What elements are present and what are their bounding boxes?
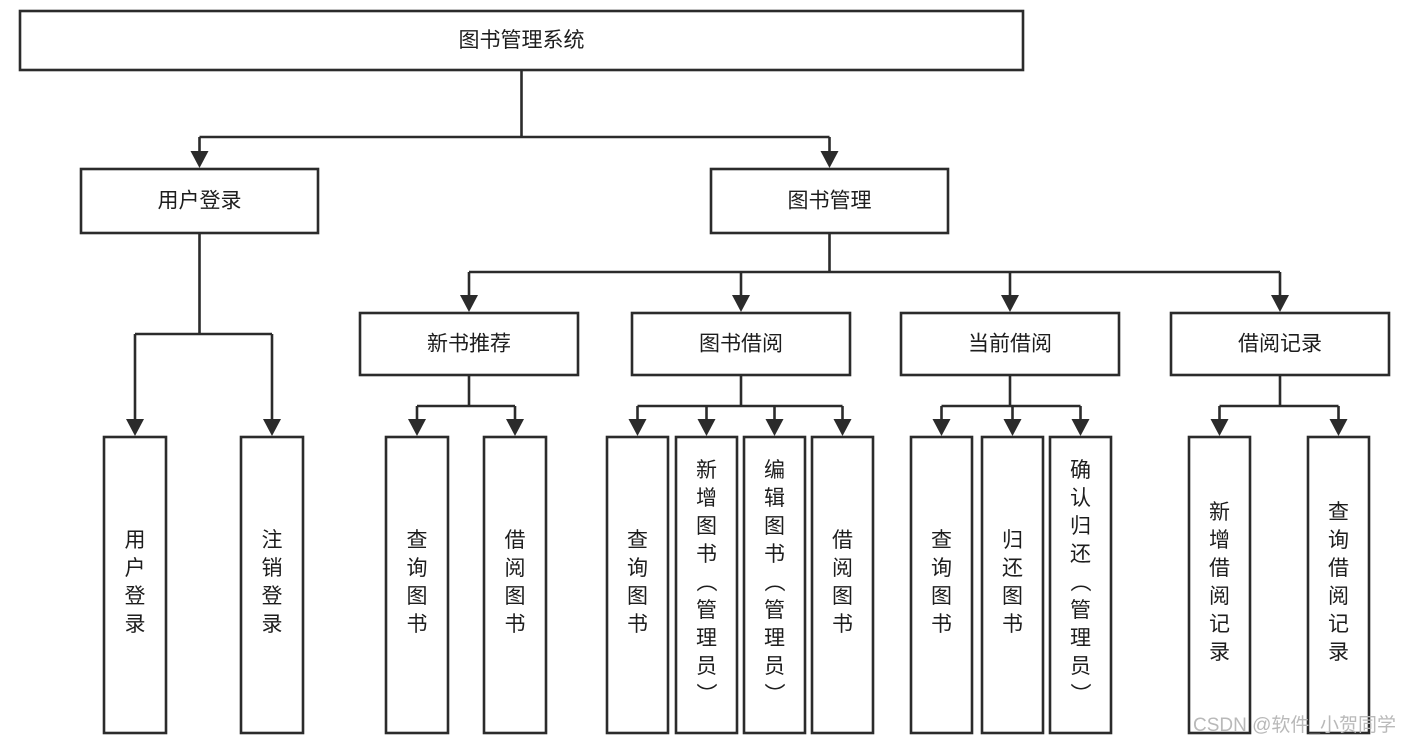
- node-new-book-recommend[interactable]: 新书推荐: [358, 311, 580, 377]
- arrow-head-icon: [1210, 419, 1229, 436]
- node-box: [358, 311, 580, 377]
- arrow-head-icon: [732, 295, 750, 312]
- node-current-borrow[interactable]: 当前借阅: [899, 311, 1121, 377]
- node-box: [980, 435, 1045, 735]
- node-leaf-edit-book[interactable]: 编辑图书（管理员）: [742, 435, 807, 735]
- node-leaf-borrow-book-2[interactable]: 借阅图书: [810, 435, 875, 735]
- arrow-head-icon: [190, 151, 209, 168]
- connector-group-book-manage: [460, 233, 1289, 312]
- node-box: [1187, 435, 1252, 735]
- node-book-borrow[interactable]: 图书借阅: [630, 311, 852, 377]
- node-leaf-query-book-1[interactable]: 查询图书: [384, 435, 450, 735]
- arrow-head-icon: [833, 419, 852, 436]
- node-label: 借阅图书: [832, 529, 853, 636]
- node-label: 查询图书: [407, 529, 428, 636]
- node-leaf-borrow-book-1[interactable]: 借阅图书: [482, 435, 548, 735]
- arrow-head-icon: [460, 295, 478, 312]
- arrow-head-icon: [932, 419, 951, 436]
- connector-group-user-login: [126, 233, 281, 436]
- node-leaf-logout[interactable]: 注销登录: [239, 435, 305, 735]
- node-label: 用户登录: [158, 190, 242, 213]
- node-leaf-query-book-2[interactable]: 查询图书: [605, 435, 670, 735]
- node-label: 编辑图书（管理员）: [764, 459, 786, 706]
- arrow-head-icon: [1001, 295, 1019, 312]
- node-label: 图书管理: [788, 190, 872, 213]
- node-borrow-record[interactable]: 借阅记录: [1169, 311, 1391, 377]
- connector-group-root: [190, 70, 839, 168]
- node-layer: 图书管理系统用户登录图书管理新书推荐图书借阅当前借阅借阅记录用户登录注销登录查询…: [18, 9, 1391, 735]
- node-box: [1306, 435, 1371, 735]
- connector-group-borrow-record: [1210, 375, 1348, 436]
- arrow-head-icon: [820, 151, 839, 168]
- node-box: [384, 435, 450, 735]
- csdn-watermark: CSDN @软件_小贺同学: [1193, 714, 1396, 736]
- arrow-head-icon: [408, 419, 426, 436]
- node-box: [742, 435, 807, 735]
- connector-layer: [126, 70, 1348, 436]
- node-label: 查询图书: [627, 529, 648, 636]
- node-label: 确认归还（管理员）: [1070, 459, 1092, 706]
- node-book-manage[interactable]: 图书管理: [709, 167, 950, 235]
- node-box: [482, 435, 548, 735]
- node-label: 新增图书（管理员）: [696, 459, 718, 706]
- node-label: 借阅图书: [505, 529, 526, 636]
- node-label: 借阅记录: [1238, 333, 1322, 356]
- node-box: [79, 167, 320, 235]
- node-label: 当前借阅: [968, 333, 1052, 356]
- arrow-head-icon: [126, 419, 144, 436]
- node-label: 注销登录: [262, 529, 283, 636]
- connector-group-new-book-recommend: [408, 375, 524, 436]
- node-box: [1048, 435, 1113, 735]
- node-box: [899, 311, 1121, 377]
- node-label: 图书借阅: [699, 333, 783, 356]
- node-leaf-query-record[interactable]: 查询借阅记录: [1306, 435, 1371, 735]
- arrow-head-icon: [765, 419, 784, 436]
- node-label: 新书推荐: [427, 333, 511, 356]
- arrow-head-icon: [506, 419, 524, 436]
- node-user-login[interactable]: 用户登录: [79, 167, 320, 235]
- arrow-head-icon: [1271, 295, 1289, 312]
- arrow-head-icon: [1071, 419, 1090, 436]
- node-label: 用户登录: [125, 529, 146, 636]
- node-label: 归还图书: [1002, 529, 1023, 636]
- node-root[interactable]: 图书管理系统: [18, 9, 1025, 72]
- node-leaf-confirm-return[interactable]: 确认归还（管理员）: [1048, 435, 1113, 735]
- node-box: [605, 435, 670, 735]
- node-box: [810, 435, 875, 735]
- node-leaf-return-book[interactable]: 归还图书: [980, 435, 1045, 735]
- connector-group-book-borrow: [628, 375, 852, 436]
- node-box: [674, 435, 739, 735]
- node-box: [18, 9, 1025, 72]
- arrow-head-icon: [1003, 419, 1022, 436]
- connector-group-current-borrow: [932, 375, 1090, 436]
- node-label: 查询图书: [931, 529, 952, 636]
- node-leaf-add-record[interactable]: 新增借阅记录: [1187, 435, 1252, 735]
- node-box: [102, 435, 168, 735]
- node-box: [709, 167, 950, 235]
- node-label: 查询借阅记录: [1328, 501, 1349, 664]
- node-box: [630, 311, 852, 377]
- arrow-head-icon: [697, 419, 716, 436]
- arrow-head-icon: [628, 419, 647, 436]
- node-label: 新增借阅记录: [1209, 501, 1230, 664]
- arrow-head-icon: [263, 419, 281, 436]
- node-leaf-add-book[interactable]: 新增图书（管理员）: [674, 435, 739, 735]
- node-box: [909, 435, 974, 735]
- node-leaf-user-login[interactable]: 用户登录: [102, 435, 168, 735]
- node-leaf-query-book-3[interactable]: 查询图书: [909, 435, 974, 735]
- arrow-head-icon: [1329, 419, 1348, 436]
- node-box: [1169, 311, 1391, 377]
- node-label: 图书管理系统: [459, 29, 585, 52]
- node-box: [239, 435, 305, 735]
